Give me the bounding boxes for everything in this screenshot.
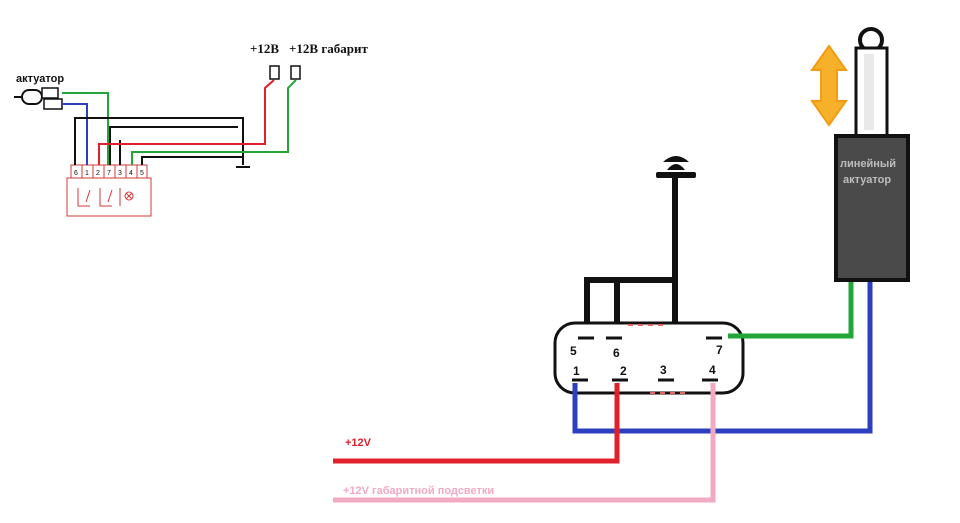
- actuator-label-line1: линейный: [840, 158, 896, 170]
- small-12v-terminals: [269, 65, 301, 80]
- connector-pin-marks: [572, 336, 722, 382]
- switch-connector-body: [553, 321, 745, 395]
- pin-7-label: 7: [716, 343, 723, 357]
- pin-1-label: 1: [573, 364, 580, 378]
- small-wire-black-4: [141, 156, 243, 165]
- pin-4-label: 4: [709, 363, 716, 377]
- small-12v-gabarit-label: +12В габарит: [289, 41, 368, 56]
- small-pin-label: 2: [96, 170, 100, 177]
- pin-2-label: 2: [620, 364, 627, 378]
- small-pin-label: 6: [74, 170, 78, 177]
- small-wire-black-2: [109, 126, 238, 165]
- wire-green: [728, 280, 854, 339]
- small-pin-label: 4: [129, 170, 133, 177]
- small-pin-labels: 6 1 2 7 3 4 5: [74, 170, 144, 177]
- small-switch-block: [66, 164, 152, 217]
- small-pin-label: 1: [85, 170, 89, 177]
- small-wire-black-loop: [74, 117, 244, 165]
- small-actuator-icon: [14, 87, 63, 110]
- pin-5-label: 5: [570, 344, 577, 358]
- connector-internal-dashes: [628, 324, 690, 394]
- actuator-label-line2: актуатор: [843, 174, 891, 186]
- small-wires: [62, 79, 297, 168]
- pin-6-label: 6: [613, 346, 620, 360]
- small-diagram: актуатор +12В +12В габарит 6 1 2: [14, 41, 368, 217]
- pin-3-label: 3: [660, 363, 667, 377]
- small-pin-label: 5: [140, 170, 144, 177]
- linear-actuator-icon: [834, 27, 910, 282]
- wire-12v-label: +12V: [345, 437, 372, 449]
- switch-handle-icon: [656, 156, 696, 280]
- small-pin-label: 3: [118, 170, 122, 177]
- wire-pink: [333, 383, 716, 503]
- wire-blue: [572, 280, 873, 434]
- small-12v-label: +12В: [250, 41, 279, 56]
- small-wire-green-2: [131, 79, 297, 165]
- wire-gabarit-label: +12V габаритной подсветки: [343, 485, 494, 497]
- small-wire-green: [62, 92, 109, 165]
- small-pin-label: 7: [107, 170, 111, 177]
- wire-red: [333, 383, 620, 464]
- large-wires: [333, 280, 873, 503]
- double-arrow-icon: [810, 44, 848, 127]
- small-wire-red: [98, 79, 275, 165]
- small-actuator-label: актуатор: [16, 73, 64, 85]
- large-diagram: 5 6 7 1 2 3 4 +12V +12V габаритной подсв…: [333, 27, 910, 503]
- small-wire-blue: [62, 103, 88, 165]
